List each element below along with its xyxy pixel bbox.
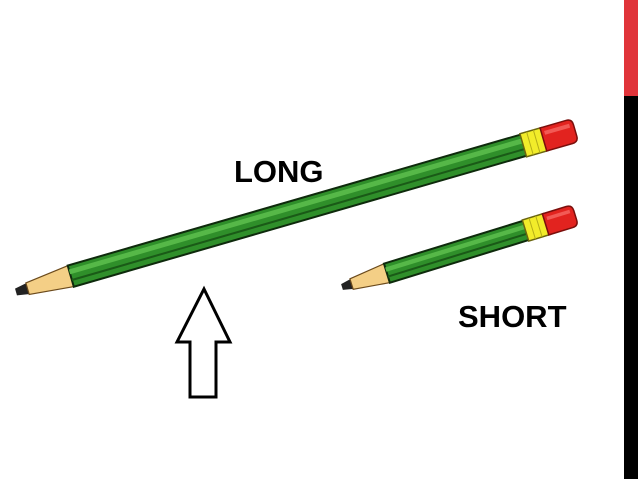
edge-bar-dark — [624, 96, 638, 479]
edge-bar-accent — [624, 0, 638, 96]
short-pencil — [341, 205, 578, 291]
long-pencil — [15, 119, 578, 296]
label-short: SHORT — [458, 299, 567, 334]
label-long: LONG — [234, 154, 324, 189]
long-pencil-wood — [25, 264, 76, 296]
up-arrow-icon — [174, 285, 233, 399]
long-pencil-eraser — [539, 119, 578, 152]
